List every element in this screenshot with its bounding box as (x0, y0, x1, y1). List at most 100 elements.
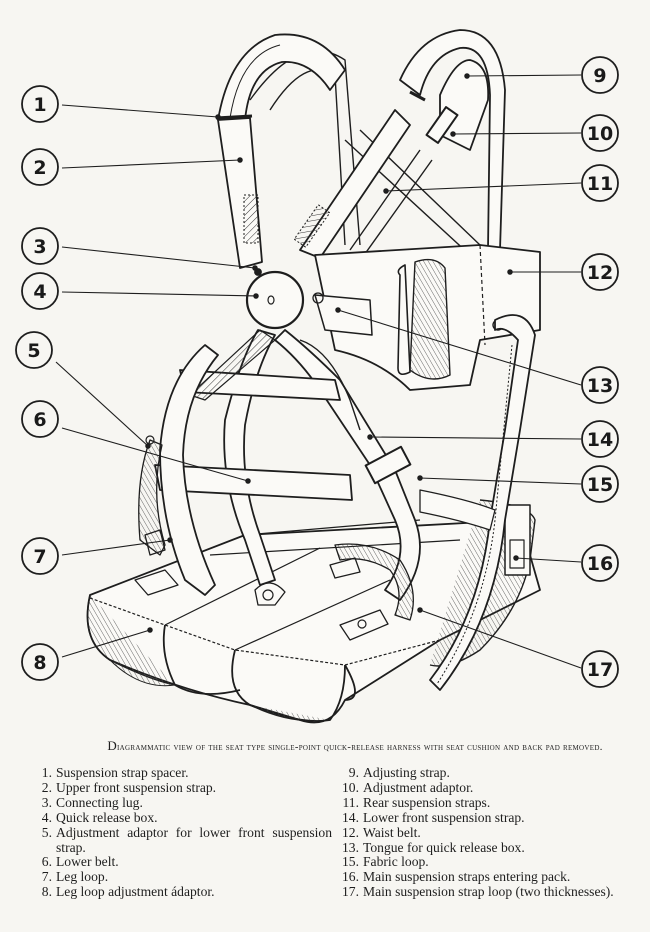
legend-number: 14. (342, 809, 359, 825)
legend-number: 13. (342, 839, 359, 855)
callout-number: 5 (27, 340, 40, 362)
legend-number: 11. (342, 794, 360, 810)
callout-4: Quick release box.4 (21, 272, 59, 310)
callout-15: Fabric loop.15 (581, 465, 619, 503)
leg-loop-left (138, 344, 219, 596)
legend-item: 7.Leg loop. (32, 869, 332, 885)
callout-number: 6 (33, 409, 46, 431)
callout-circle (21, 272, 59, 310)
callout-circle (581, 366, 619, 404)
legend-item: 17.Main suspension strap loop (two thick… (335, 884, 615, 900)
callout-number: 11 (587, 173, 613, 195)
legend-text: Lower front suspension strap. (363, 809, 525, 825)
legend-text: Leg loop adjustment ádaptor. (56, 884, 215, 900)
callout-14: Lower front suspension strap.14 (581, 420, 619, 458)
legend-text: Quick release box. (56, 809, 158, 825)
callout-8: Leg loop adjustment adaptor.8 (21, 643, 59, 681)
legend-text: Adjusting strap. (363, 765, 450, 780)
legend-text: Adjustment adaptor. (363, 779, 474, 795)
legend-text: Leg loop. (56, 869, 109, 885)
legend-number: 2. (41, 779, 52, 795)
harness-diagram: Suspension strap spacer.1Upper front sus… (15, 29, 619, 724)
legend-item: 2.Upper front suspension strap. (32, 779, 332, 796)
callout-number: 9 (593, 65, 606, 87)
legend-number: 6. (41, 854, 52, 870)
callout-1: Suspension strap spacer.1 (21, 85, 59, 123)
legend-item: 9. Adjusting strap. (335, 765, 615, 781)
callout-9: Adjusting strap.9 (581, 56, 619, 94)
legend-number: 7. (41, 869, 52, 885)
callout-circle (581, 164, 619, 202)
callout-markers: Suspension strap spacer.1Upper front sus… (15, 56, 619, 688)
legend-text: Upper front suspension strap. (56, 779, 217, 795)
legend-item: 11.Rear suspension straps. (335, 794, 615, 811)
callout-circle (581, 420, 619, 458)
lower-belt (154, 329, 353, 501)
callout-3: Connecting lug.3 (21, 227, 59, 265)
legend-number: 12. (342, 824, 359, 840)
callout-circle (21, 400, 59, 438)
callout-number: 10 (587, 123, 613, 145)
callout-number: 15 (587, 474, 613, 496)
callout-number: 3 (33, 236, 46, 258)
upper-front-suspension-strap-left (215, 33, 346, 269)
callout-circle (581, 114, 619, 152)
legend-text: Suspension strap spacer. (56, 765, 189, 780)
right-main-straps (334, 314, 536, 691)
callout-number: 4 (33, 281, 46, 303)
legend-text: Fabric loop. (363, 854, 429, 870)
legend-number: 9. (348, 765, 359, 780)
legend-text: Connecting lug. (56, 794, 143, 810)
legend-number: 1. (41, 765, 52, 780)
figure-caption: Diagrammatic view of the seat type singl… (70, 739, 640, 755)
callout-17: Main suspension strap loop (two thicknes… (581, 650, 619, 688)
adjusting-strap-right (293, 29, 506, 259)
callout-12: Waist belt.12 (581, 253, 619, 291)
legend-text: Main suspension straps entering pack. (363, 869, 571, 885)
callout-number: 13 (587, 375, 613, 397)
harness-illustration (86, 29, 541, 724)
waist-belt (314, 244, 541, 391)
quick-release-box (245, 268, 324, 330)
callout-number: 16 (587, 553, 613, 575)
callout-number: 2 (33, 157, 46, 179)
legend-item: 4.Quick release box. (32, 809, 332, 826)
legend-number: 16. (342, 869, 359, 885)
callout-number: 7 (33, 546, 46, 568)
callout-circle (21, 537, 59, 575)
callout-16: Main suspension straps entering pack.16 (581, 544, 619, 582)
callout-circle (21, 85, 59, 123)
callout-circle (15, 331, 53, 369)
callout-circle (581, 544, 619, 582)
callout-circle (21, 148, 59, 186)
callout-number: 14 (587, 429, 613, 451)
legend-item: 6.Lower belt. (32, 855, 332, 870)
legend-item: 12.Waist belt. (335, 824, 615, 841)
legend-number: 8. (41, 884, 52, 900)
callout-number: 8 (33, 652, 46, 674)
callout-circle (581, 253, 619, 291)
callout-7: Leg loop.7 (21, 537, 59, 575)
caption-lead: D (107, 738, 118, 753)
legend-text: Adjustment adaptor for lower front suspe… (56, 824, 332, 855)
legend-text: Lower belt. (56, 854, 119, 870)
legend-item: 13.Tongue for quick release box. (335, 839, 615, 856)
legend-number: 4. (41, 809, 52, 825)
legend-text: Waist belt. (363, 824, 421, 840)
legend-number: 10. (342, 779, 359, 795)
legend-item: 3.Connecting lug. (32, 794, 332, 811)
callout-circle (581, 650, 619, 688)
legend-text: Tongue for quick release box. (363, 839, 525, 855)
callout-circle (581, 56, 619, 94)
legend-text: Main suspension strap loop (two thicknes… (363, 884, 614, 900)
legend-text: Rear suspension straps. (363, 794, 491, 810)
callout-6: Lower belt.6 (21, 400, 59, 438)
legend-item: 10.Adjustment adaptor. (335, 779, 615, 796)
legend-number: 3. (41, 794, 52, 810)
callout-circle (581, 465, 619, 503)
legend-left-column: 1. Suspension strap spacer. 2.Upper front… (32, 765, 332, 900)
callout-circle (21, 643, 59, 681)
caption-text: iagrammatic view of the seat type single… (117, 742, 603, 753)
legend-number: 15. (342, 854, 359, 870)
callout-number: 12 (587, 262, 613, 284)
